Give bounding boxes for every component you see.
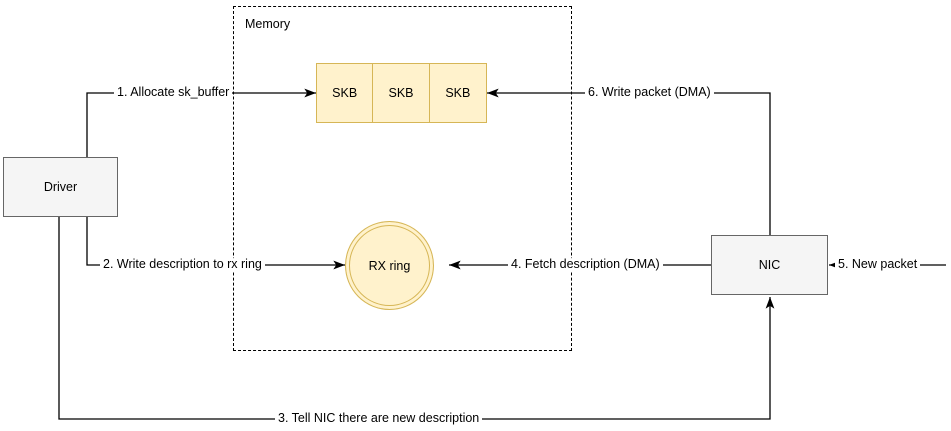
node-nic-label: NIC bbox=[758, 257, 781, 272]
edge-label-5: 5. New packet bbox=[835, 257, 921, 272]
edge-label-3: 3. Tell NIC there are new description bbox=[275, 411, 483, 426]
skb-cell[interactable]: SKB bbox=[430, 64, 486, 122]
skb-cell[interactable]: SKB bbox=[317, 64, 374, 122]
memory-zone-label: Memory bbox=[245, 17, 291, 31]
node-driver-label: Driver bbox=[43, 179, 78, 194]
node-nic[interactable]: NIC bbox=[711, 235, 828, 295]
edge-label-6: 6. Write packet (DMA) bbox=[585, 85, 714, 100]
skb-cell-label: SKB bbox=[332, 86, 358, 100]
skb-buffer-strip[interactable]: SKB SKB SKB bbox=[316, 63, 487, 123]
node-rx-ring[interactable]: RX ring bbox=[345, 221, 434, 310]
skb-cell[interactable]: SKB bbox=[373, 64, 430, 122]
edge-label-4: 4. Fetch description (DMA) bbox=[508, 257, 663, 272]
memory-zone bbox=[233, 6, 572, 351]
skb-cell-label: SKB bbox=[445, 86, 471, 100]
node-driver[interactable]: Driver bbox=[3, 157, 118, 217]
edge-label-2: 2. Write description to rx ring bbox=[100, 257, 265, 272]
node-rx-ring-label: RX ring bbox=[368, 258, 411, 273]
skb-cell-label: SKB bbox=[388, 86, 414, 100]
edge-label-1: 1. Allocate sk_buffer bbox=[114, 85, 233, 100]
